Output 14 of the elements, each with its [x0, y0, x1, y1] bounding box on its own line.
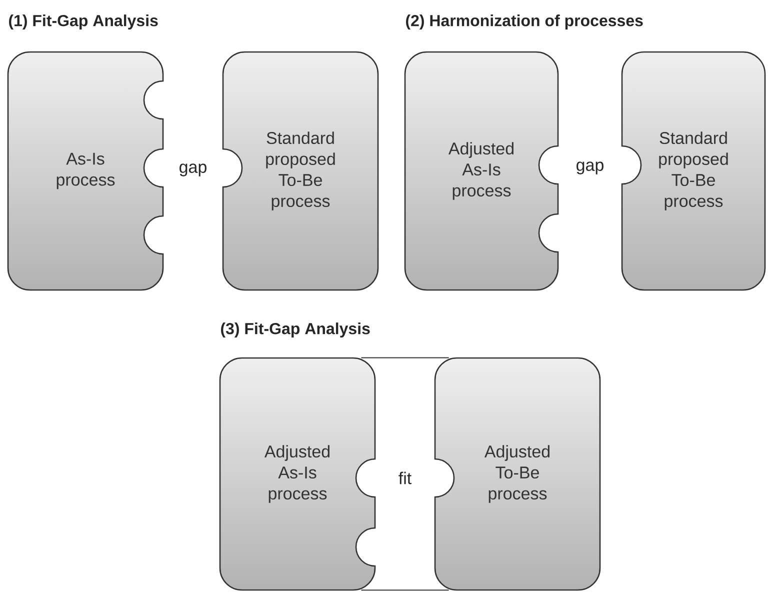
connector-line	[360, 590, 450, 591]
process-box: Adjusted As-Is process	[404, 51, 559, 291]
gap-label: fit	[398, 472, 412, 484]
process-box: Adjusted As-Is process	[219, 357, 376, 591]
heading: (2) Harmonization of processes	[406, 14, 643, 30]
gap-label: gap	[180, 164, 206, 176]
connector-line	[360, 357, 450, 358]
heading: (1) Fit-Gap Analysis	[9, 14, 158, 30]
heading: (3) Fit-Gap Analysis	[221, 322, 370, 338]
process-box: As-Is process	[7, 51, 164, 291]
gap-label: gap	[576, 162, 604, 174]
process-box: Standard proposed To-Be process	[222, 51, 379, 291]
process-box: Adjusted To-Be process	[434, 357, 601, 591]
process-box: Standard proposed To-Be process	[621, 51, 766, 291]
